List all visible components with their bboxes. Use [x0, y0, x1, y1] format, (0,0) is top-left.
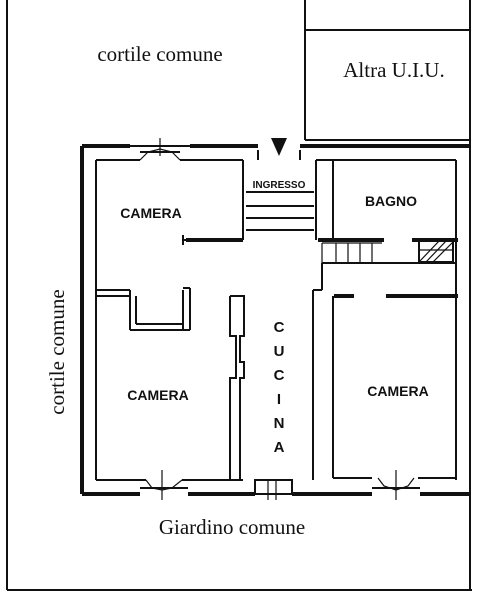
interior-walls: [96, 150, 458, 480]
window-right: [372, 470, 420, 500]
window-top-left: [130, 138, 190, 161]
entrance-stairs: [246, 191, 314, 231]
cortile-side-label: cortile comune: [45, 289, 69, 414]
cucina-letter: C: [274, 319, 285, 336]
camera-bottom-left-label: CAMERA: [127, 387, 188, 403]
cortile-top-label: cortile comune: [97, 42, 222, 66]
cucina-letter: U: [274, 343, 285, 360]
camera-top-left-label: CAMERA: [120, 205, 181, 221]
bagno-label: BAGNO: [365, 193, 417, 209]
building-outer-walls: [80, 144, 470, 496]
cucina-letter: I: [277, 391, 281, 408]
window-bottom-left: [140, 470, 188, 500]
corridor-steps: [321, 242, 382, 263]
cucina-label: C U C I N A: [274, 319, 285, 456]
cucina-letter: A: [274, 439, 285, 456]
property-boundary: [6, 0, 472, 591]
ingresso-label: INGRESSO: [253, 180, 306, 191]
window-kitchen: [254, 479, 293, 500]
giardino-label: Giardino comune: [159, 515, 305, 539]
cucina-letter: C: [274, 367, 285, 384]
camera-right-label: CAMERA: [367, 383, 428, 399]
shower-tray: [418, 239, 454, 263]
entrance-arrow-icon: [271, 138, 287, 156]
cucina-letter: N: [274, 415, 285, 432]
altra-uiu-label: Altra U.I.U.: [343, 58, 444, 82]
